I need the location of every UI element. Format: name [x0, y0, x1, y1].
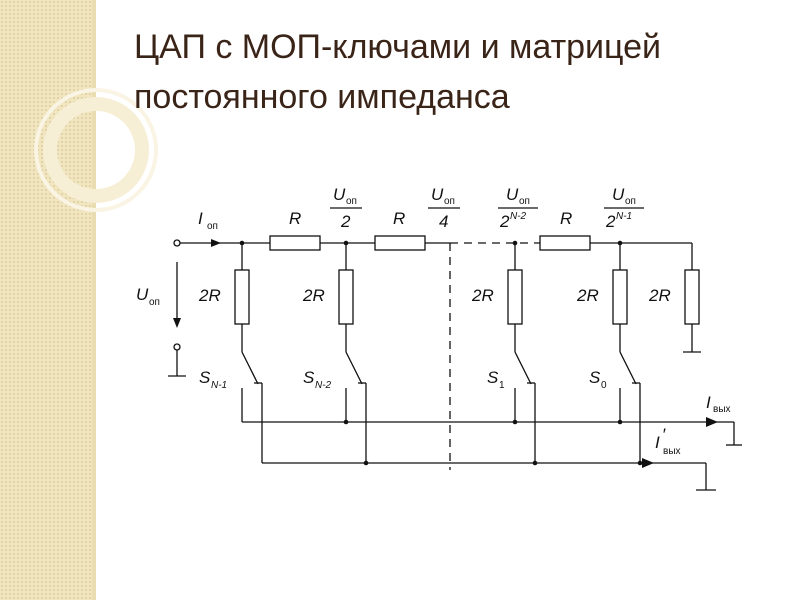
label-switch-3: S — [487, 368, 499, 387]
label-node1-den: 2 — [340, 212, 351, 231]
label-node3-num: U — [506, 185, 519, 204]
resistor-r1 — [269, 235, 321, 251]
slide-title: ЦАП с МОП-ключами и матрицей постоянного… — [134, 22, 774, 122]
label-i-out2: I — [655, 433, 660, 452]
label-node4-num: U — [612, 185, 625, 204]
label-node4-num-sub: оп — [625, 196, 636, 207]
switch-blade — [619, 351, 637, 385]
resistor-r2 — [374, 235, 426, 251]
input-terminal-top — [173, 239, 181, 247]
left-decorative-strip — [0, 0, 92, 600]
arrow-down-icon — [173, 318, 181, 328]
label-switch-1-sub: N-1 — [211, 380, 227, 391]
resistor-2r-1 — [234, 269, 250, 325]
title-line-2: постоянного импеданса — [134, 78, 510, 116]
arrow-right-icon — [642, 458, 654, 468]
label-switch-2: S — [303, 368, 315, 387]
input-terminal-bottom — [173, 343, 181, 351]
label-switch-1: S — [199, 368, 211, 387]
label-node2-num-sub: оп — [444, 196, 455, 207]
label-2r-5: 2R — [648, 286, 671, 305]
label-r3: R — [560, 209, 572, 228]
resistor-r3 — [539, 235, 591, 251]
label-node4-den: 2 — [605, 212, 616, 231]
label-r1: R — [289, 209, 301, 228]
label-u-ref-sub: оп — [149, 297, 160, 308]
label-node1-num-sub: оп — [346, 196, 357, 207]
label-node4-den-sup: N-1 — [616, 211, 632, 222]
label-2r-3: 2R — [471, 286, 494, 305]
title-line-1: ЦАП с МОП-ключами и матрицей — [134, 28, 662, 66]
resistor-2r-4 — [612, 269, 628, 325]
label-node3-num-sub: оп — [519, 196, 530, 207]
label-i-out2-sub: вых — [663, 446, 681, 457]
switch-blade — [514, 351, 532, 385]
label-2r-1: 2R — [198, 286, 221, 305]
label-i-out-sub: вых — [713, 404, 731, 415]
strip-border — [92, 0, 96, 600]
label-node1-num: U — [333, 185, 346, 204]
label-node2-den: 4 — [439, 212, 448, 231]
label-2r-4: 2R — [576, 286, 599, 305]
resistor-2r-3 — [507, 269, 523, 325]
label-i-ref: I — [198, 209, 203, 228]
label-2r-2: 2R — [302, 286, 325, 305]
arrow-right-icon — [211, 239, 221, 247]
label-u-ref: U — [136, 285, 149, 304]
resistor-2r-5 — [684, 269, 700, 325]
label-node3-den: 2 — [499, 212, 510, 231]
label-node2-num: U — [431, 185, 444, 204]
label-switch-4-sub: 0 — [601, 380, 607, 391]
label-node3-den-sup: N-2 — [510, 211, 527, 222]
switch-blade — [345, 351, 363, 385]
label-i-out: I — [706, 393, 711, 412]
label-switch-4: S — [589, 368, 601, 387]
label-i-ref-sub: оп — [207, 221, 218, 232]
label-r2: R — [393, 209, 405, 228]
label-switch-2-sub: N-2 — [315, 380, 332, 391]
label-switch-3-sub: 1 — [499, 380, 505, 391]
switch-blade — [241, 351, 259, 385]
arrow-right-icon — [706, 417, 718, 427]
resistor-2r-2 — [338, 269, 354, 325]
label-i-out2-prime: ′ — [662, 425, 666, 444]
